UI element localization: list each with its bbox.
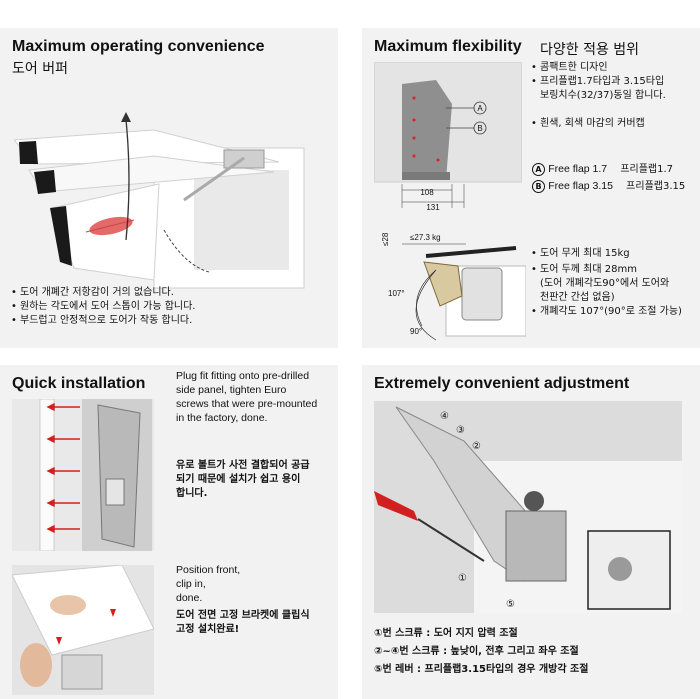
- panel2-bullet-5: 도어 두께 최대 28mm: [531, 263, 637, 277]
- panel2-bullet-6: 개폐각도 107°(90°로 조절 가능): [531, 305, 682, 319]
- panel3-text2-ko-1: 도어 전면 고정 브라켓에 클립식: [176, 610, 310, 621]
- callout-1: ①: [458, 573, 467, 584]
- panel2-bullet-2: 프리플랩1.7타입과 3.15타입: [531, 75, 664, 89]
- panel-operating-convenience: Maximum operating convenience 도어 버퍼 도어 개…: [0, 28, 338, 348]
- panel3-text1-ko-1: 유로 볼트가 사전 결합되어 공급: [176, 460, 310, 471]
- dim-108: 108: [420, 188, 434, 197]
- callout-2: ②: [472, 441, 481, 452]
- panel-convenient-adjustment: Extremely convenient adjustment ④ ③ ② ① …: [362, 365, 700, 699]
- panel-quick-installation: Quick installation Plug fit fitting onto…: [0, 365, 338, 699]
- panel-maximum-flexibility: Maximum flexibility 다양한 적용 범위 A B 108 13…: [362, 28, 700, 348]
- panel1-bullet-1: 도어 개폐간 저항감이 거의 없습니다.: [11, 286, 174, 300]
- type-a-row: A Free flap 1.7 프리플랩1.7: [532, 162, 673, 177]
- panel3-text2-en-2: clip in,: [176, 578, 206, 590]
- panel1-title-en: Maximum operating convenience: [12, 38, 265, 55]
- angle-107: 107°: [388, 289, 405, 298]
- panel3-text2-en-3: done.: [176, 592, 203, 604]
- panel3-text2-ko-2: 고정 설치완료!: [176, 624, 240, 635]
- dim-weight: ≤27.3 kg: [410, 233, 441, 242]
- panel3-text1-ko-2: 되기 때문에 설치가 쉽고 용이: [176, 474, 301, 485]
- panel2-bullet-5-cont2: 천판간 간섭 없음): [540, 292, 615, 303]
- marker-a-icon: [473, 101, 487, 115]
- callout-5: ⑤: [506, 599, 515, 610]
- panel3-text1-en-4: in the factory, done.: [176, 412, 268, 424]
- type-b-row: B Free flap 3.15 프리플랩3.15: [532, 179, 685, 194]
- panel4-title-en: Extremely convenient adjustment: [374, 375, 630, 392]
- clip-in-door-photo: [12, 565, 154, 695]
- svg-text:A: A: [477, 104, 483, 113]
- type-a-ko: 프리플랩1.7: [620, 164, 674, 175]
- panel3-title-en: Quick installation: [12, 375, 146, 392]
- panel1-bullet-3: 부드럽고 안정적으로 도어가 작동 합니다.: [11, 314, 192, 328]
- dim-131: 131: [426, 203, 440, 212]
- type-a-name: Free flap 1.7: [548, 163, 608, 175]
- panel2-bullet-3: 흰색, 회색 마감의 커버캡: [531, 117, 645, 131]
- dim-28: ≤28: [381, 232, 390, 246]
- type-b-ko: 프리플랩3.15: [626, 181, 686, 192]
- type-b-mark-icon: B: [532, 180, 545, 193]
- side-panel-screws-photo: [12, 399, 154, 551]
- panel3-text1-ko-3: 합니다.: [176, 488, 208, 499]
- panel4-note-1: ①번 스크류 : 도어 지지 압력 조절: [374, 628, 518, 639]
- panel4-note-3: ⑤번 레버 : 프리플랩3.15타입의 경우 개방각 조절: [374, 664, 589, 675]
- door-buffer-illustration: [14, 80, 314, 292]
- callout-4: ④: [440, 411, 449, 422]
- panel2-title-ko: 다양한 적용 범위: [540, 42, 640, 58]
- opening-angle-diagram: 107° 90° ≤28 ≤27.3 kg: [366, 226, 526, 344]
- marker-b-icon: [473, 121, 487, 135]
- panel3-text1-en-1: Plug fit fitting onto pre-drilled: [176, 370, 310, 382]
- panel1-title-ko: 도어 버퍼: [12, 61, 68, 77]
- type-a-mark-icon: A: [532, 163, 545, 176]
- hinge-size-diagram: A B 108 131: [374, 62, 522, 212]
- panel2-title-en: Maximum flexibility: [374, 38, 522, 55]
- adjustment-screws-photo: ④ ③ ② ① ⑤: [374, 401, 682, 613]
- svg-text:B: B: [477, 124, 482, 133]
- panel2-bullet-1: 콤팩트한 디자인: [531, 61, 608, 75]
- panel3-text2-en-1: Position front,: [176, 564, 241, 576]
- panel3-text1-en-2: side panel, tighten Euro: [176, 384, 287, 396]
- panel2-bullet-2-cont: 보링치수(32/37)동일 합니다.: [540, 90, 666, 101]
- panel3-text1-en-3: screws that were pre-mounted: [176, 398, 318, 410]
- panel2-bullet-4: 도어 무게 최대 15kg: [531, 247, 630, 261]
- panel1-bullet-2: 원하는 각도에서 도어 스톱이 가능 합니다.: [11, 300, 196, 314]
- type-b-name: Free flap 3.15: [548, 180, 613, 192]
- callout-3: ③: [456, 425, 465, 436]
- panel2-bullet-5-cont1: (도어 개폐각도90°에서 도어와: [540, 278, 670, 289]
- panel4-note-2: ②~④번 스크류 : 높낮이, 전후 그리고 좌우 조절: [374, 646, 579, 657]
- angle-90: 90°: [410, 327, 422, 336]
